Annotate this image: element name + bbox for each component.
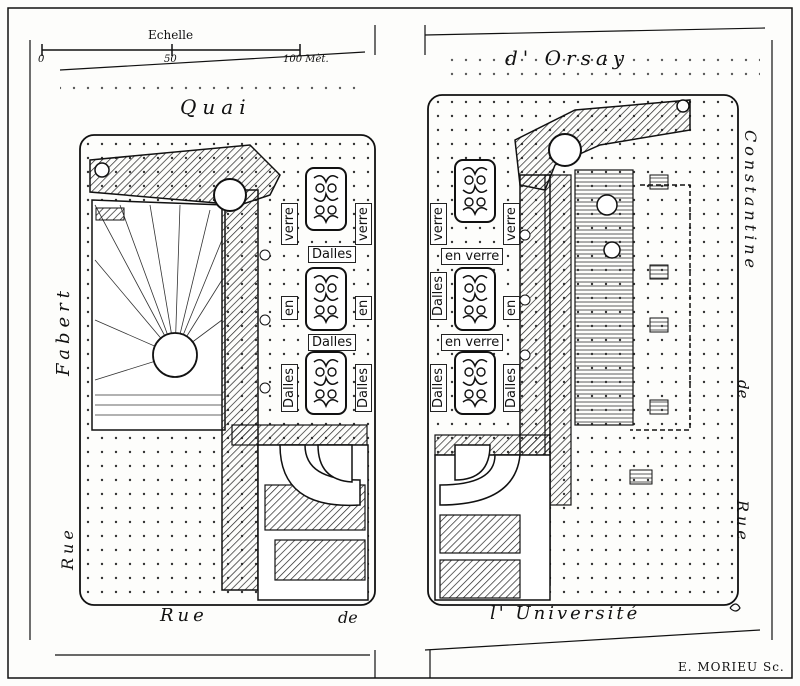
scale-title: Echelle bbox=[148, 28, 194, 42]
label-en-right-1: en bbox=[503, 295, 520, 320]
label-en-verre-right-2: en verre bbox=[441, 334, 504, 351]
label-dalles-left-3: Dalles bbox=[281, 364, 298, 412]
label-dalles-right-1: Dalles bbox=[430, 272, 447, 320]
scale-tick-0: 0 bbox=[38, 54, 45, 65]
street-constantine-de: de bbox=[734, 380, 752, 399]
street-constantine-rue: Rue bbox=[733, 500, 752, 544]
street-fabert: Fabert bbox=[53, 285, 74, 376]
label-dalles-left-2: Dalles bbox=[308, 334, 356, 351]
street-fabert-rue: Rue bbox=[58, 526, 77, 570]
street-universite: l' Université bbox=[490, 603, 641, 624]
label-dalles-right-3: Dalles bbox=[503, 364, 520, 412]
label-dalles-right-2: Dalles bbox=[430, 364, 447, 412]
scale-tick-100: 100 Mèt. bbox=[283, 54, 329, 65]
street-universite-de: de bbox=[338, 608, 358, 627]
label-verre-left-2: verre bbox=[355, 203, 372, 245]
label-en-left-1: en bbox=[281, 295, 298, 320]
label-dalles-left-4: Dalles bbox=[355, 364, 372, 412]
label-verre-left-1: verre bbox=[281, 203, 298, 245]
label-en-left-2: en bbox=[355, 295, 372, 320]
label-verre-right-2: verre bbox=[503, 203, 520, 245]
street-universite-rue: Rue bbox=[160, 605, 208, 626]
street-orsay: d' Orsay bbox=[505, 46, 630, 70]
frame-border bbox=[7, 7, 793, 679]
compass-mark bbox=[729, 603, 741, 612]
label-en-verre-right-1: en verre bbox=[441, 248, 504, 265]
engraver-signature: E. MORIEU Sc. bbox=[678, 660, 785, 674]
label-dalles-left-1: Dalles bbox=[308, 246, 356, 263]
scale-tick-50: 50 bbox=[164, 54, 177, 65]
street-constantine: Constantine bbox=[741, 130, 760, 272]
label-verre-right-1: verre bbox=[430, 203, 447, 245]
street-quai: Quai bbox=[180, 95, 252, 119]
